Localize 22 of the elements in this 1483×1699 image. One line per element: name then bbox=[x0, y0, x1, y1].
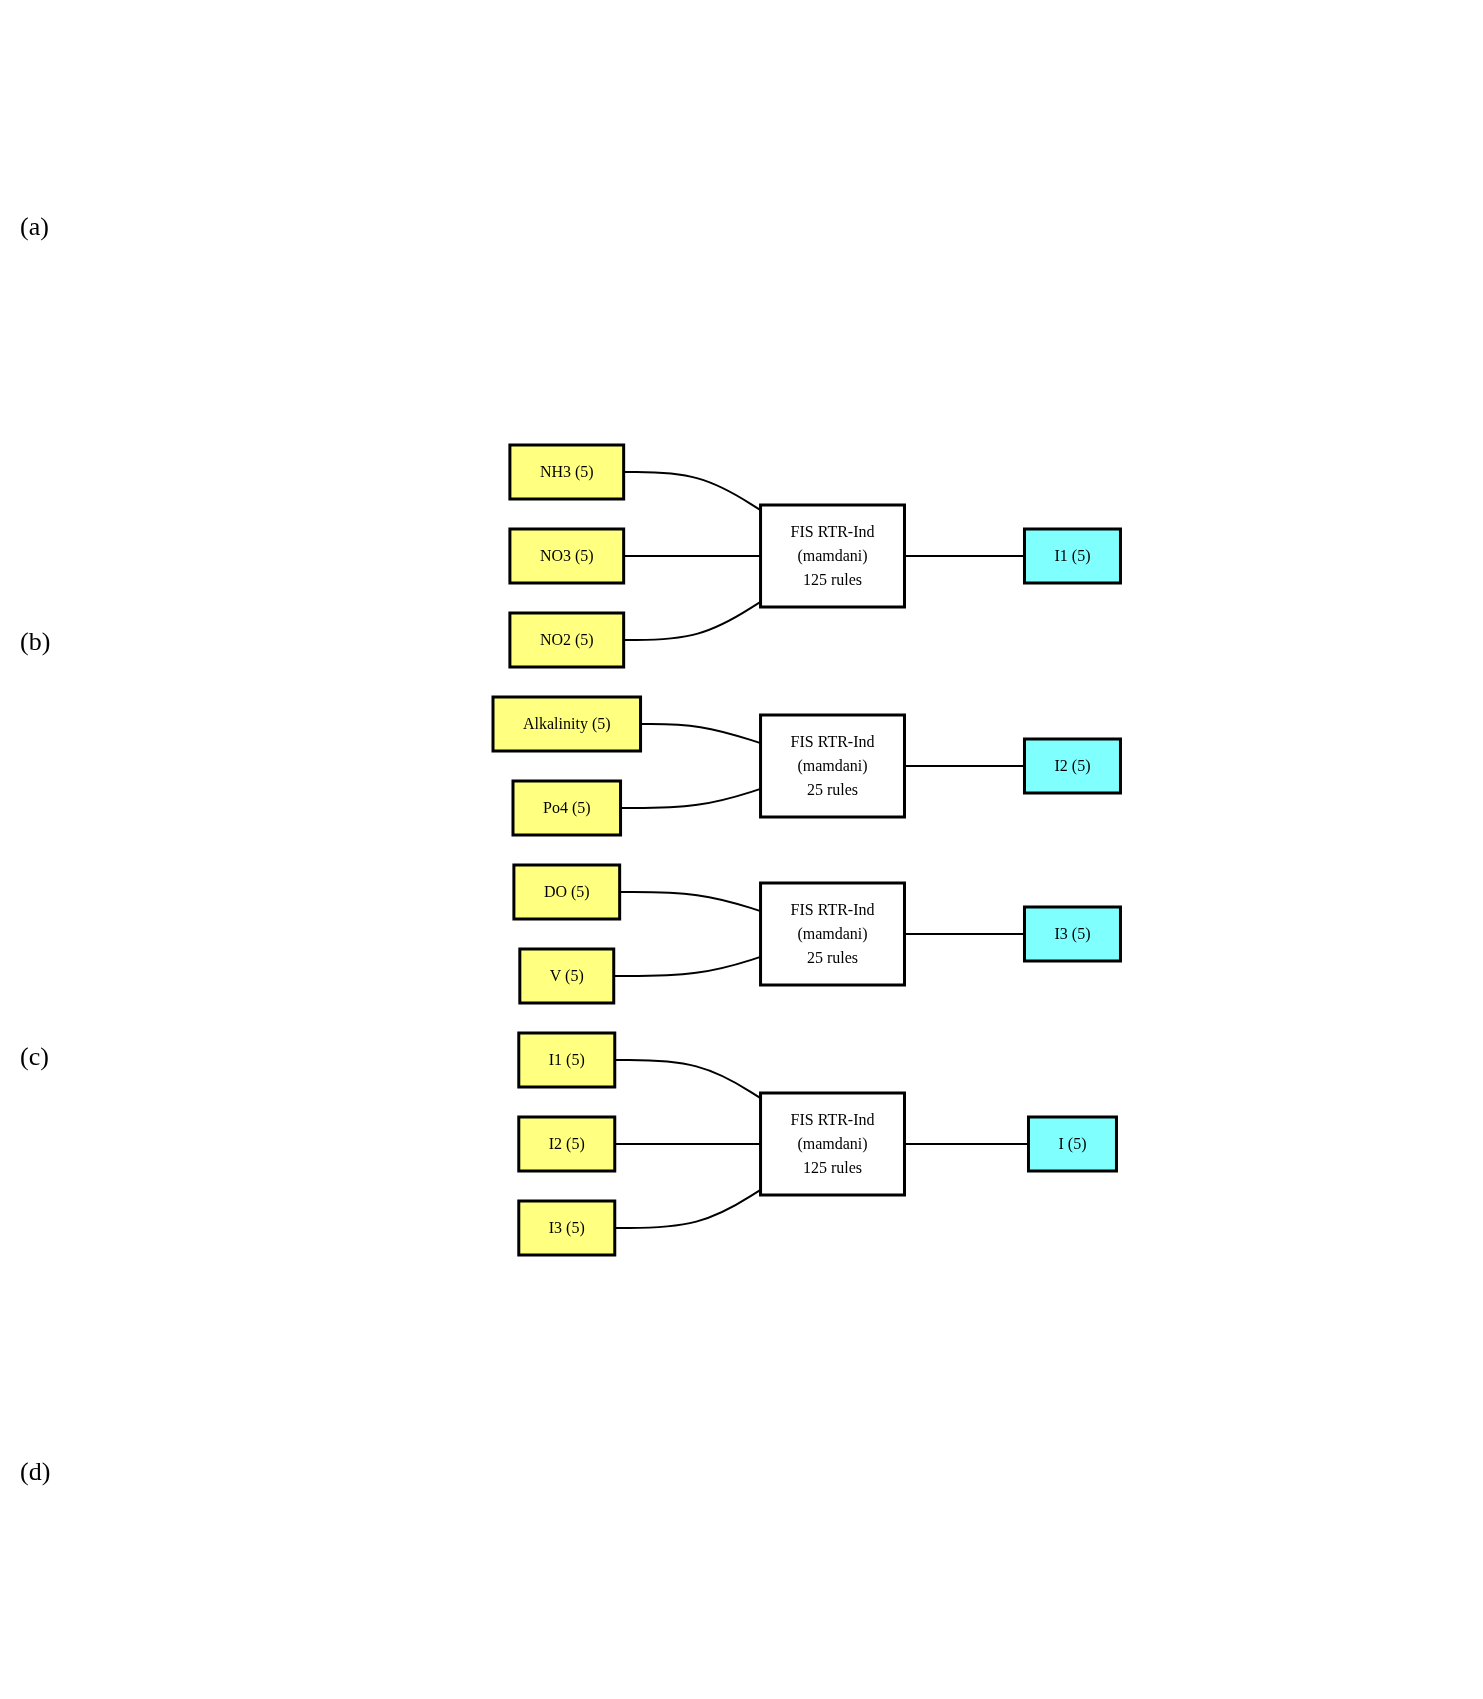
panel-label: (b) bbox=[20, 627, 52, 658]
node-box: NH3 (5) bbox=[508, 443, 625, 500]
node-box: DO (5) bbox=[512, 863, 621, 920]
node-box: I3 (5) bbox=[1022, 905, 1122, 962]
node-box: NO2 (5) bbox=[508, 611, 625, 668]
node-box: I1 (5) bbox=[1022, 527, 1122, 584]
node-box: Po4 (5) bbox=[511, 779, 622, 836]
panel-label: (d) bbox=[20, 1456, 52, 1487]
node-box: I1 (5) bbox=[517, 1031, 617, 1088]
node-box: NO3 (5) bbox=[508, 527, 625, 584]
panel-label: (c) bbox=[20, 1041, 50, 1072]
node-box: FIS RTR-Ind (mamdani) 125 rules bbox=[758, 503, 906, 608]
node-box: I2 (5) bbox=[1022, 737, 1122, 794]
node-box: FIS RTR-Ind (mamdani) 125 rules bbox=[758, 1091, 906, 1196]
panel-label: (a) bbox=[20, 212, 50, 243]
node-box: I2 (5) bbox=[517, 1115, 617, 1172]
node-box: FIS RTR-Ind (mamdani) 25 rules bbox=[758, 713, 906, 818]
node-box: FIS RTR-Ind (mamdani) 25 rules bbox=[758, 881, 906, 986]
node-box: I3 (5) bbox=[517, 1199, 617, 1256]
node-box: I (5) bbox=[1026, 1115, 1118, 1172]
node-box: V (5) bbox=[518, 947, 615, 1004]
node-box: Alkalinity (5) bbox=[491, 695, 642, 752]
